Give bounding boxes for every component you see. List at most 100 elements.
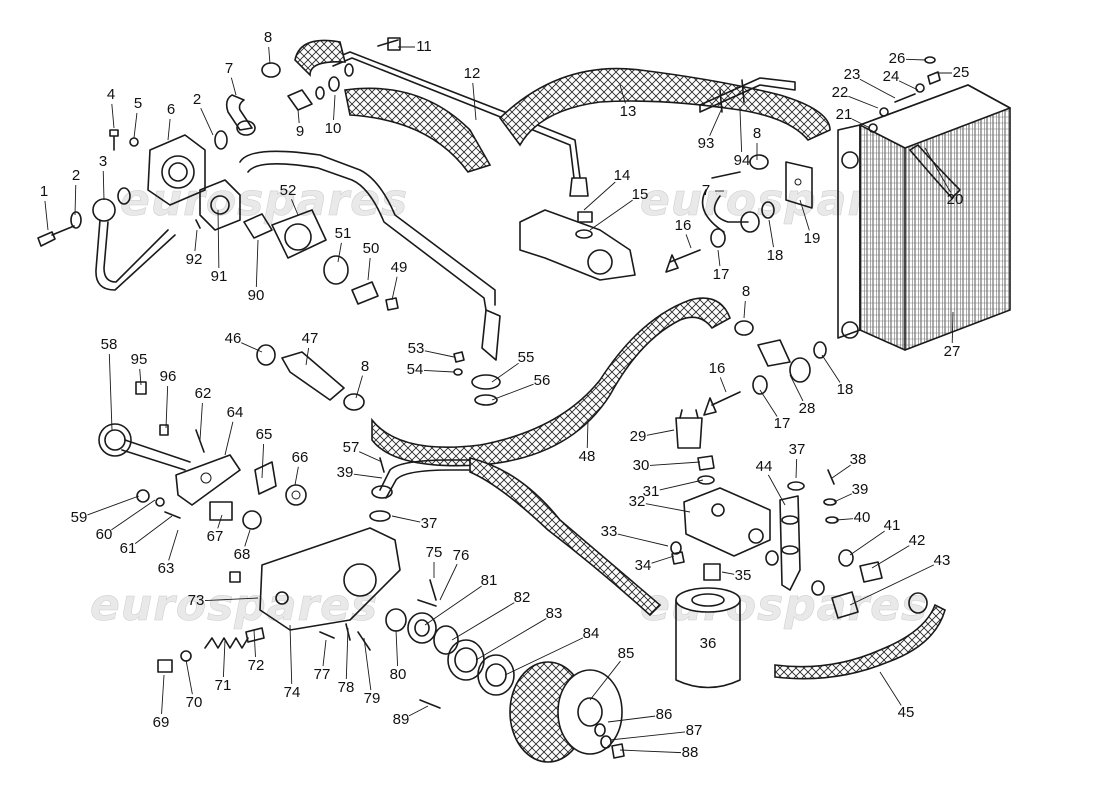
callout-number: 45 bbox=[898, 704, 915, 721]
callout-leader-line bbox=[799, 199, 810, 231]
callout-leader-line bbox=[139, 368, 142, 386]
callout-number: 17 bbox=[774, 415, 791, 432]
part-adapter-30 bbox=[697, 455, 715, 471]
callout-number: 8 bbox=[753, 125, 761, 142]
part-washer-60 bbox=[155, 497, 165, 507]
callout-number: 90 bbox=[248, 287, 265, 304]
callout-number: 8 bbox=[361, 358, 369, 375]
part-washer-10c bbox=[344, 63, 354, 77]
part-seal-82 bbox=[433, 625, 459, 655]
callout-70: 70 bbox=[185, 659, 202, 711]
part-stud-61 bbox=[164, 511, 181, 519]
callout-48: 48 bbox=[579, 419, 596, 465]
part-washer-18b bbox=[813, 341, 827, 359]
callout-leader-line bbox=[646, 429, 675, 436]
callout-number: 64 bbox=[227, 404, 244, 421]
callout-leader-line bbox=[291, 199, 299, 216]
callout-number: 18 bbox=[767, 247, 784, 264]
part-filter-head-32 bbox=[683, 487, 771, 557]
callout-11: 11 bbox=[398, 38, 432, 55]
callout-number: 67 bbox=[207, 528, 224, 545]
callout-93: 93 bbox=[698, 107, 723, 152]
callout-17: 17 bbox=[713, 249, 729, 283]
part-bearing-81 bbox=[407, 612, 437, 644]
callout-leader-line bbox=[491, 383, 534, 401]
callout-31: 31 bbox=[643, 479, 704, 500]
part-gear-68 bbox=[242, 510, 262, 530]
part-o-ring-37b bbox=[787, 481, 805, 491]
callout-32: 32 bbox=[629, 493, 691, 513]
callout-leader-line bbox=[879, 671, 902, 706]
callout-number: 9 bbox=[296, 123, 304, 140]
callout-number: 76 bbox=[453, 547, 470, 564]
part-washer-70 bbox=[180, 650, 192, 662]
callout-number: 42 bbox=[909, 532, 926, 549]
callout-number: 65 bbox=[256, 426, 273, 443]
callout-number: 8 bbox=[742, 283, 750, 300]
callout-number: 28 bbox=[799, 400, 816, 417]
callout-65: 65 bbox=[256, 426, 273, 479]
callout-86: 86 bbox=[607, 706, 672, 723]
callout-92: 92 bbox=[186, 229, 202, 268]
callout-29: 29 bbox=[630, 428, 675, 445]
callout-leader-line bbox=[294, 466, 299, 486]
callout-number: 88 bbox=[682, 744, 699, 761]
callout-45: 45 bbox=[879, 671, 915, 721]
callout-66: 66 bbox=[292, 449, 308, 486]
callout-58: 58 bbox=[101, 336, 117, 431]
callout-leader-line bbox=[133, 112, 138, 139]
callout-leader-line bbox=[423, 370, 455, 373]
callout-51: 51 bbox=[335, 225, 351, 263]
callout-14: 14 bbox=[583, 167, 630, 211]
callout-67: 67 bbox=[207, 514, 224, 545]
callout-44: 44 bbox=[756, 458, 786, 506]
callout-number: 84 bbox=[583, 625, 600, 642]
callout-number: 93 bbox=[698, 135, 715, 152]
callout-number: 27 bbox=[944, 343, 961, 360]
callout-leader-line bbox=[717, 249, 721, 267]
callout-5: 5 bbox=[133, 95, 142, 139]
callout-17: 17 bbox=[759, 389, 791, 432]
callout-leader-line bbox=[199, 402, 203, 441]
callout-number: 3 bbox=[99, 153, 107, 170]
part-bolt-50 bbox=[351, 281, 379, 305]
callout-leader-line bbox=[789, 374, 804, 402]
callout-number: 30 bbox=[633, 457, 650, 474]
callout-43: 43 bbox=[849, 552, 950, 606]
callout-number: 41 bbox=[884, 517, 901, 534]
callout-number: 95 bbox=[131, 351, 148, 368]
callout-leader-line bbox=[645, 503, 691, 513]
callout-42: 42 bbox=[871, 532, 926, 569]
part-washer-2b bbox=[214, 130, 228, 150]
part-washer-87 bbox=[600, 735, 612, 749]
callout-leader-line bbox=[241, 342, 263, 353]
callout-leader-line bbox=[253, 629, 256, 658]
part-bolt-1 bbox=[37, 225, 75, 247]
callout-number: 48 bbox=[579, 448, 596, 465]
callout-number: 56 bbox=[534, 372, 551, 389]
callout-leader-line bbox=[767, 474, 786, 506]
callout-number: 63 bbox=[158, 560, 175, 577]
callout-leader-line bbox=[831, 464, 851, 479]
part-pin-63 bbox=[229, 571, 241, 583]
callout-number: 75 bbox=[426, 544, 443, 561]
callout-91: 91 bbox=[211, 209, 227, 285]
callout-leader-line bbox=[905, 58, 927, 61]
callout-number: 73 bbox=[188, 592, 205, 609]
callout-73: 73 bbox=[188, 592, 259, 609]
callout-12: 12 bbox=[464, 65, 480, 121]
callout-leader-line bbox=[589, 199, 633, 231]
callout-23: 23 bbox=[844, 66, 896, 99]
part-thermostat-housing-14 bbox=[519, 209, 636, 281]
callout-leader-line bbox=[353, 473, 383, 479]
callout-leader-line bbox=[161, 674, 165, 715]
part-washer-86 bbox=[594, 723, 606, 737]
callout-33: 33 bbox=[601, 523, 669, 547]
callout-leader-line bbox=[333, 94, 336, 121]
part-union-43 bbox=[831, 591, 859, 619]
part-pin-92 bbox=[195, 219, 201, 229]
callout-number: 79 bbox=[364, 690, 381, 707]
callout-number: 21 bbox=[836, 106, 853, 123]
part-bolt-16b bbox=[703, 391, 741, 416]
callout-1: 1 bbox=[40, 183, 49, 231]
